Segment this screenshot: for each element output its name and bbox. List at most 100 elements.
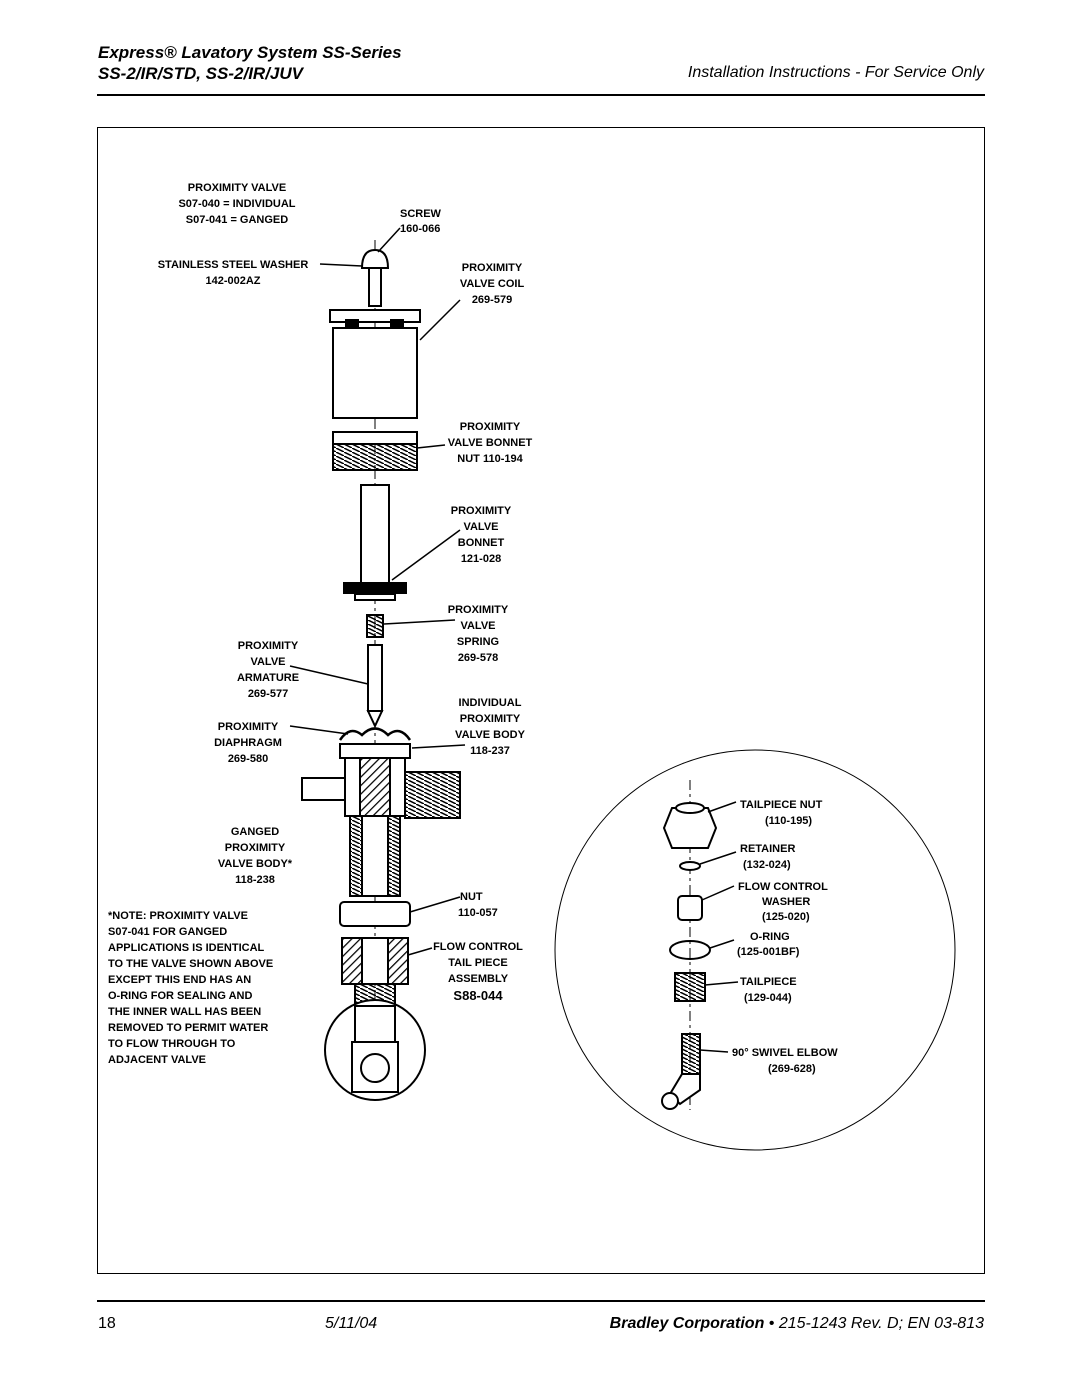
- svg-text:NUT 110-194: NUT 110-194: [457, 453, 523, 465]
- svg-text:WASHER: WASHER: [762, 896, 810, 908]
- doc-number: • 215-1243 Rev. D; EN 03-813: [764, 1315, 984, 1332]
- label-bonnet: PROXIMITY VALVE BONNET 121-028: [451, 505, 512, 565]
- document-title: Express® Lavatory System SS-Series SS-2/…: [98, 42, 402, 84]
- svg-text:REMOVED TO PERMIT WATER: REMOVED TO PERMIT WATER: [108, 1022, 268, 1034]
- nut-part: [339, 901, 411, 927]
- title-line-2: SS-2/IR/STD, SS-2/IR/JUV: [98, 64, 303, 83]
- svg-text:(132-024): (132-024): [743, 859, 791, 871]
- svg-text:O-RING FOR SEALING AND: O-RING FOR SEALING AND: [108, 990, 252, 1002]
- header-rule: [97, 94, 985, 96]
- label-diaphragm: PROXIMITY DIAPHRAGM 269-580: [214, 721, 282, 765]
- svg-text:TO FLOW THROUGH TO: TO FLOW THROUGH TO: [108, 1038, 236, 1050]
- svg-text:121-028: 121-028: [461, 553, 501, 565]
- svg-text:TAILPIECE NUT: TAILPIECE NUT: [740, 799, 823, 811]
- svg-text:VALVE: VALVE: [250, 656, 285, 668]
- svg-text:PROXIMITY: PROXIMITY: [238, 640, 299, 652]
- label-elbow: 90° SWIVEL ELBOW (269-628): [732, 1047, 838, 1075]
- svg-text:TAIL PIECE: TAIL PIECE: [448, 957, 508, 969]
- svg-text:NUT: NUT: [460, 891, 483, 903]
- svg-text:*NOTE: PROXIMITY VALVE: *NOTE: PROXIMITY VALVE: [108, 910, 248, 922]
- svg-text:S07-041 = GANGED: S07-041 = GANGED: [186, 214, 288, 226]
- svg-text:PROXIMITY: PROXIMITY: [225, 842, 286, 854]
- label-armature: PROXIMITY VALVE ARMATURE 269-577: [237, 640, 299, 700]
- svg-text:PROXIMITY: PROXIMITY: [451, 505, 512, 517]
- svg-text:VALVE BODY*: VALVE BODY*: [218, 858, 293, 870]
- svg-text:(269-628): (269-628): [768, 1063, 816, 1075]
- svg-text:(129-044): (129-044): [744, 992, 792, 1004]
- svg-text:GANGED: GANGED: [231, 826, 279, 838]
- label-washer: STAINLESS STEEL WASHER 142-002AZ: [158, 259, 309, 287]
- company-name: Bradley Corporation: [609, 1315, 765, 1332]
- svg-text:APPLICATIONS IS IDENTICAL: APPLICATIONS IS IDENTICAL: [108, 942, 265, 954]
- screw-part: [360, 248, 390, 307]
- label-ganged-body: GANGED PROXIMITY VALVE BODY* 118-238: [218, 826, 293, 886]
- label-nut: NUT 110-057: [458, 891, 498, 919]
- svg-text:BONNET: BONNET: [458, 537, 505, 549]
- svg-text:TAILPIECE: TAILPIECE: [740, 976, 797, 988]
- label-coil: PROXIMITY VALVE COIL 269-579: [460, 262, 525, 306]
- footer-doc-info: Bradley Corporation • 215-1243 Rev. D; E…: [610, 1315, 984, 1333]
- svg-text:ARMATURE: ARMATURE: [237, 672, 299, 684]
- svg-text:RETAINER: RETAINER: [740, 843, 795, 855]
- svg-text:PROXIMITY VALVE: PROXIMITY VALVE: [188, 182, 286, 194]
- leader-lines: [289, 227, 739, 1053]
- detail-parts: [661, 802, 718, 1110]
- svg-text:PROXIMITY: PROXIMITY: [460, 713, 521, 725]
- svg-text:VALVE: VALVE: [463, 521, 498, 533]
- svg-text:FLOW CONTROL: FLOW CONTROL: [738, 881, 828, 893]
- svg-text:90° SWIVEL ELBOW: 90° SWIVEL ELBOW: [732, 1047, 838, 1059]
- svg-text:VALVE BONNET: VALVE BONNET: [448, 437, 533, 449]
- svg-text:S88-044: S88-044: [453, 988, 503, 1003]
- svg-text:269-580: 269-580: [228, 753, 268, 765]
- title-line-1: Express® Lavatory System SS-Series: [98, 43, 402, 62]
- label-fc-washer: FLOW CONTROL WASHER (125-020): [738, 881, 828, 923]
- valve-body-part: [301, 743, 461, 897]
- svg-text:PROXIMITY: PROXIMITY: [462, 262, 523, 274]
- svg-text:118-237: 118-237: [470, 745, 510, 757]
- label-bonnet-nut: PROXIMITY VALVE BONNET NUT 110-194: [448, 421, 533, 465]
- svg-text:S07-040 = INDIVIDUAL: S07-040 = INDIVIDUAL: [178, 198, 295, 210]
- svg-text:118-238: 118-238: [235, 874, 275, 886]
- svg-text:160-066: 160-066: [400, 223, 440, 235]
- armature-part: [366, 644, 384, 729]
- svg-text:PROXIMITY: PROXIMITY: [218, 721, 279, 733]
- detail-circle: [554, 749, 956, 1151]
- svg-text:(125-001BF): (125-001BF): [737, 946, 800, 958]
- label-individual-body: INDIVIDUAL PROXIMITY VALVE BODY 118-237: [455, 697, 526, 757]
- svg-text:SPRING: SPRING: [457, 636, 499, 648]
- label-spring: PROXIMITY VALVE SPRING 269-578: [448, 604, 509, 664]
- svg-text:ASSEMBLY: ASSEMBLY: [448, 973, 509, 985]
- bonnet-nut-part: [332, 431, 418, 471]
- label-tailpiece-nut: TAILPIECE NUT (110-195): [740, 799, 823, 827]
- svg-text:(110-195): (110-195): [765, 815, 812, 827]
- svg-text:PROXIMITY: PROXIMITY: [448, 604, 509, 616]
- diagram-frame: [97, 127, 985, 1274]
- svg-text:SCREW: SCREW: [400, 208, 442, 220]
- svg-text:PROXIMITY: PROXIMITY: [460, 421, 521, 433]
- header-subtitle: Installation Instructions - For Service …: [687, 64, 984, 81]
- svg-text:FLOW CONTROL: FLOW CONTROL: [433, 941, 523, 953]
- diaphragm-part: [338, 727, 412, 741]
- svg-text:DIAPHRAGM: DIAPHRAGM: [214, 737, 282, 749]
- svg-text:INDIVIDUAL: INDIVIDUAL: [459, 697, 522, 709]
- label-retainer: RETAINER (132-024): [740, 843, 795, 871]
- label-tailpiece: TAILPIECE (129-044): [740, 976, 797, 1004]
- svg-text:142-002AZ: 142-002AZ: [205, 275, 260, 287]
- svg-text:VALVE BODY: VALVE BODY: [455, 729, 526, 741]
- svg-text:VALVE COIL: VALVE COIL: [460, 278, 525, 290]
- label-screw: SCREW 160-066: [400, 208, 442, 235]
- label-oring: O-RING (125-001BF): [737, 931, 800, 958]
- bonnet-part: [343, 484, 407, 601]
- svg-text:EXCEPT THIS END HAS AN: EXCEPT THIS END HAS AN: [108, 974, 251, 986]
- svg-text:110-057: 110-057: [458, 907, 498, 919]
- svg-text:TO THE VALVE SHOWN ABOVE: TO THE VALVE SHOWN ABOVE: [108, 958, 273, 970]
- tail-piece-assembly-part: [324, 937, 426, 1101]
- spring-part: [366, 614, 384, 638]
- svg-text:ADJACENT VALVE: ADJACENT VALVE: [108, 1054, 206, 1066]
- note-block: *NOTE: PROXIMITY VALVE S07-041 FOR GANGE…: [108, 910, 273, 1066]
- svg-text:O-RING: O-RING: [750, 931, 790, 943]
- svg-text:(125-020): (125-020): [762, 911, 810, 923]
- svg-text:VALVE: VALVE: [460, 620, 495, 632]
- svg-text:269-577: 269-577: [248, 688, 288, 700]
